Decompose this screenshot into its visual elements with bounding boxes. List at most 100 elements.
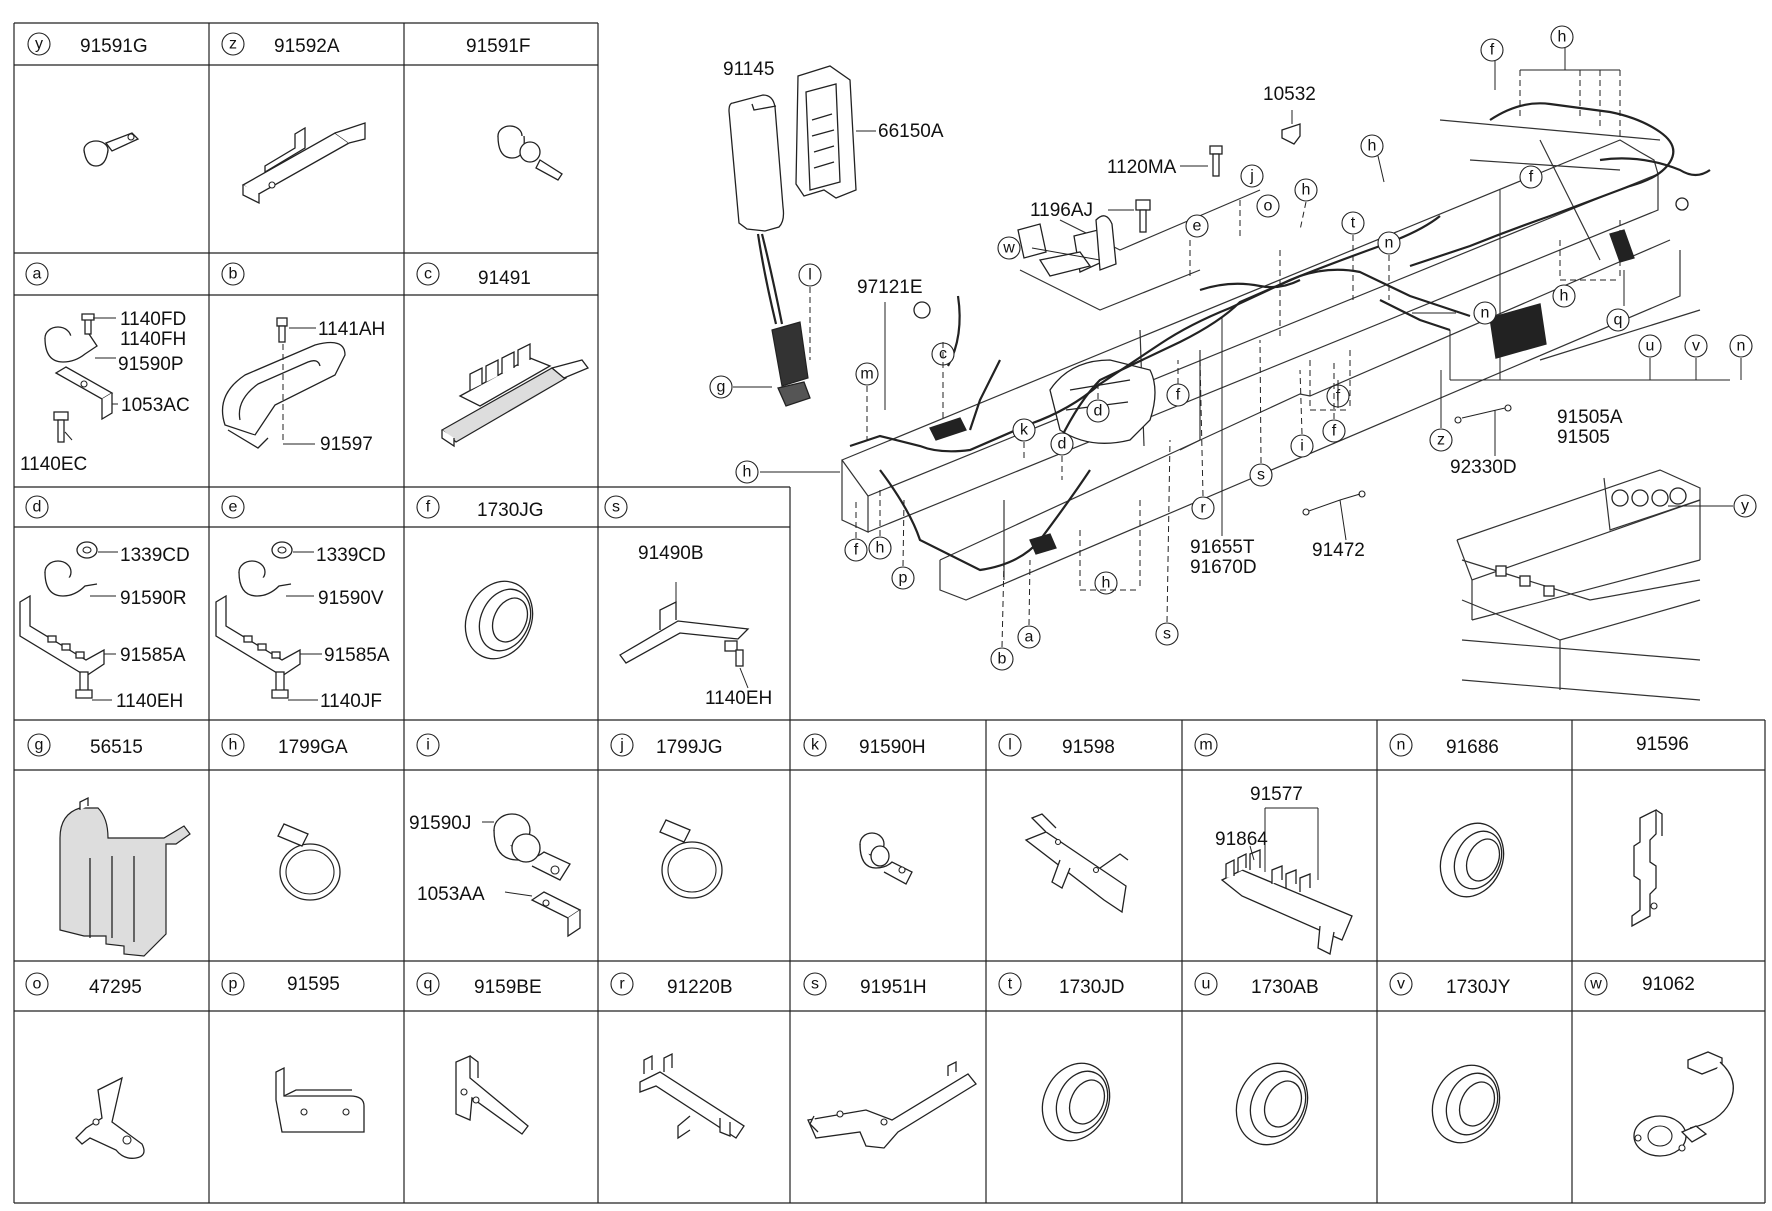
svg-text:h: h bbox=[1368, 138, 1377, 155]
svg-text:y: y bbox=[35, 36, 43, 53]
svg-text:91596: 91596 bbox=[1636, 734, 1689, 755]
svg-text:s: s bbox=[811, 976, 819, 993]
label-91597: 91597 bbox=[320, 434, 373, 455]
svg-text:1730JG: 1730JG bbox=[477, 500, 544, 521]
svg-text:91590H: 91590H bbox=[859, 737, 926, 758]
cell-b-drawing bbox=[221, 317, 346, 449]
connector-91062-drawing bbox=[1633, 1051, 1734, 1157]
row2-headers: g 56515 h 1799GA i j 1799JG k 91590H l 9… bbox=[27, 733, 1689, 758]
svg-text:z: z bbox=[229, 36, 237, 53]
cell-91591F-header: 91591F bbox=[466, 36, 530, 57]
label-91585A-e: 91585A bbox=[324, 645, 390, 666]
svg-text:h: h bbox=[876, 540, 885, 557]
cell-m-drawing bbox=[1220, 807, 1353, 955]
svg-text:91951H: 91951H bbox=[860, 977, 927, 998]
label-91577: 91577 bbox=[1250, 784, 1303, 805]
cell-s-drawing bbox=[619, 582, 750, 689]
part-47295-drawing bbox=[75, 1076, 145, 1159]
svg-text:h: h bbox=[1560, 288, 1569, 305]
label-1053AA: 1053AA bbox=[417, 884, 485, 905]
svg-text:b: b bbox=[998, 651, 1007, 668]
svg-text:u: u bbox=[1646, 338, 1655, 355]
svg-text:91505: 91505 bbox=[1557, 427, 1610, 448]
cell-a-drawing bbox=[44, 313, 118, 443]
svg-text:91598: 91598 bbox=[1062, 737, 1115, 758]
svg-text:y: y bbox=[1741, 498, 1749, 515]
svg-text:g: g bbox=[35, 737, 44, 754]
svg-text:1730JY: 1730JY bbox=[1446, 977, 1511, 998]
svg-text:e: e bbox=[1193, 218, 1202, 235]
svg-text:s: s bbox=[612, 499, 620, 516]
svg-text:f: f bbox=[426, 499, 431, 516]
cable-tie-1799GA-drawing bbox=[277, 823, 341, 901]
svg-text:f: f bbox=[1176, 387, 1181, 404]
svg-text:t: t bbox=[1351, 215, 1356, 232]
label-91864: 91864 bbox=[1215, 829, 1268, 850]
svg-text:n: n bbox=[1481, 305, 1490, 322]
svg-text:h: h bbox=[743, 464, 752, 481]
cell-f-header: f 1730JG bbox=[416, 495, 544, 521]
svg-text:s: s bbox=[1163, 626, 1171, 643]
cell-c-header: c 91491 bbox=[416, 262, 531, 289]
svg-text:v: v bbox=[1692, 338, 1700, 355]
cell-d-drawing bbox=[19, 541, 118, 701]
cell-y-header: y 91591G bbox=[27, 32, 148, 57]
svg-text:1799JG: 1799JG bbox=[656, 737, 723, 758]
svg-text:i: i bbox=[1300, 438, 1304, 455]
cover-56515-drawing bbox=[59, 796, 191, 957]
svg-text:10532: 10532 bbox=[1263, 84, 1316, 105]
svg-text:91595: 91595 bbox=[287, 974, 340, 995]
bracket-91220B-drawing bbox=[639, 1052, 745, 1140]
svg-text:91655T: 91655T bbox=[1190, 537, 1255, 558]
svg-text:h: h bbox=[229, 737, 238, 754]
svg-text:n: n bbox=[1737, 338, 1746, 355]
bracket-9159BE-drawing bbox=[455, 1055, 529, 1135]
svg-text:w: w bbox=[1002, 240, 1015, 257]
svg-text:f: f bbox=[854, 542, 859, 559]
svg-text:97121E: 97121E bbox=[857, 277, 923, 298]
svg-text:e: e bbox=[229, 499, 238, 516]
svg-text:1799GA: 1799GA bbox=[278, 737, 348, 758]
svg-text:d: d bbox=[33, 499, 42, 516]
cell-e-header: e bbox=[221, 495, 245, 519]
svg-text:92330D: 92330D bbox=[1450, 457, 1517, 478]
grommet-1730JD-drawing bbox=[1041, 1062, 1111, 1142]
svg-text:g: g bbox=[717, 379, 726, 396]
svg-text:t: t bbox=[1008, 976, 1013, 993]
svg-text:u: u bbox=[1202, 976, 1211, 993]
svg-text:66150A: 66150A bbox=[878, 121, 944, 142]
row3-headers: o 47295 p 91595 q 9159BE r 91220B s 9195… bbox=[25, 972, 1695, 998]
label-1140FH: 1140FH bbox=[120, 329, 186, 350]
cell-e-drawing bbox=[215, 541, 322, 701]
label-1140EH-s: 1140EH bbox=[705, 688, 772, 709]
svg-text:q: q bbox=[1614, 312, 1623, 329]
svg-text:1120MA: 1120MA bbox=[1107, 157, 1177, 178]
bracket-91951H-drawing bbox=[807, 1060, 977, 1149]
grommet-91686-drawing bbox=[1439, 822, 1505, 898]
clamp-91591F-drawing bbox=[497, 125, 563, 181]
label-1140EH-d: 1140EH bbox=[116, 691, 183, 712]
svg-text:f: f bbox=[1529, 169, 1534, 186]
grommet-1730AB-drawing bbox=[1235, 1062, 1309, 1146]
svg-text:1730JD: 1730JD bbox=[1059, 977, 1125, 998]
label-91490B: 91490B bbox=[638, 543, 704, 564]
svg-text:9159BE: 9159BE bbox=[474, 977, 542, 998]
svg-text:c: c bbox=[424, 266, 432, 283]
svg-text:b: b bbox=[229, 266, 238, 283]
svg-text:h: h bbox=[1102, 575, 1111, 592]
svg-text:i: i bbox=[426, 737, 430, 754]
grommet-1730JG-drawing bbox=[464, 580, 534, 660]
label-1140JF: 1140JF bbox=[320, 691, 382, 712]
label-91590V: 91590V bbox=[318, 588, 384, 609]
main-letter-callouts: f h h o h j e w t n f h q n l c m g h k … bbox=[709, 25, 1757, 671]
svg-text:z: z bbox=[1437, 432, 1445, 449]
svg-text:f: f bbox=[1490, 42, 1495, 59]
label-1053AC: 1053AC bbox=[121, 395, 190, 416]
svg-text:d: d bbox=[1094, 403, 1103, 420]
cell-z-header: z 91592A bbox=[221, 32, 340, 57]
svg-text:a: a bbox=[33, 266, 42, 283]
svg-text:91472: 91472 bbox=[1312, 540, 1365, 561]
svg-text:91686: 91686 bbox=[1446, 737, 1499, 758]
svg-text:k: k bbox=[811, 737, 820, 754]
